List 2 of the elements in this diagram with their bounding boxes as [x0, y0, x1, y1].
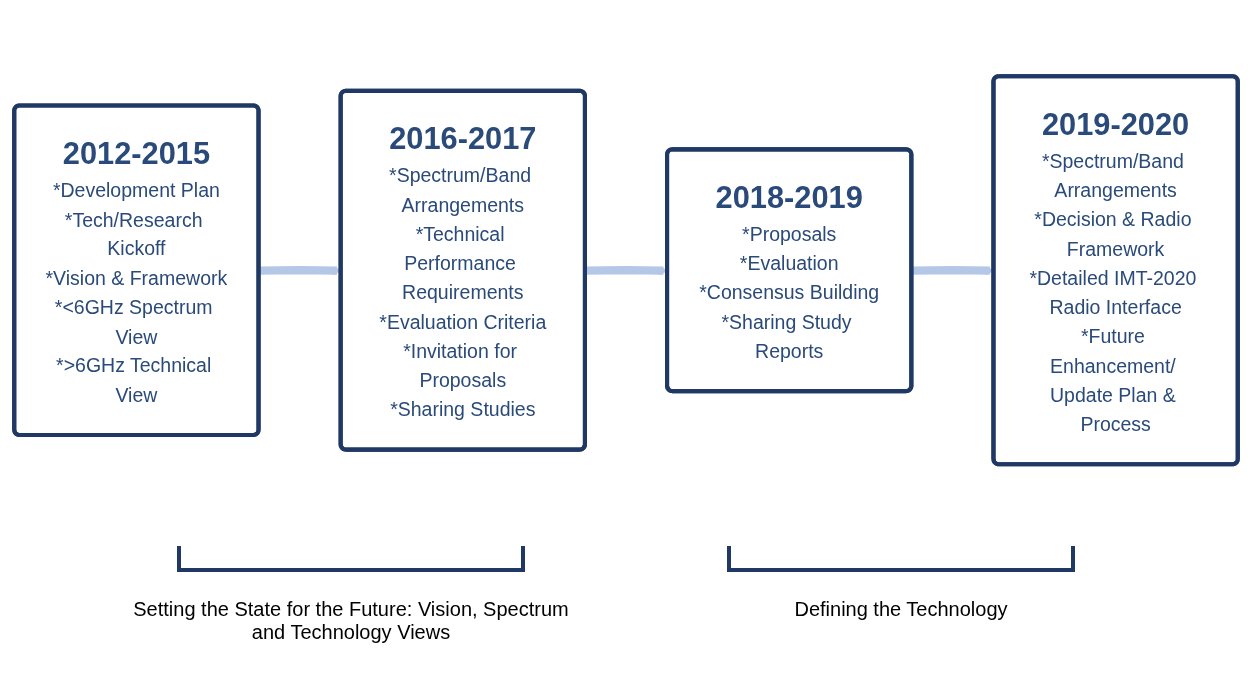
phase-label: Defining the Technology: [794, 598, 1008, 621]
phase-label: Setting the State for the Future: Vision, Spectrum and Technology Views: [132, 598, 570, 644]
